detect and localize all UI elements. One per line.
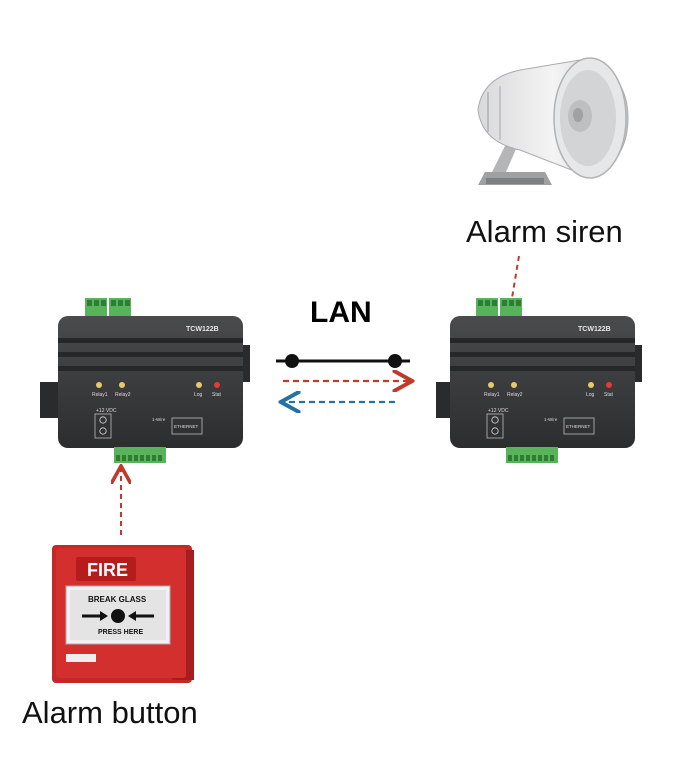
log-label: Log — [586, 392, 595, 398]
alarm-button-label: Alarm button — [22, 695, 198, 730]
alarm-siren-label: Alarm siren — [466, 214, 623, 249]
log-label: Log — [194, 392, 203, 398]
device-model-label: TCW122B — [186, 326, 219, 333]
lan-cable — [276, 354, 410, 368]
relay1-label: Relay1 — [92, 392, 108, 398]
ethernet-label: ETHERNET — [566, 424, 591, 429]
device-model-label: TCW122B — [578, 326, 611, 333]
ethernet-label: ETHERNET — [174, 424, 199, 429]
relay2-label: Relay2 — [115, 392, 131, 398]
lan-label: LAN — [310, 296, 372, 329]
relay2-label: Relay2 — [507, 392, 523, 398]
break-glass-text: BREAK GLASS — [88, 595, 147, 604]
power-label: +12 VDC — [488, 408, 509, 414]
press-arrows-icon — [82, 609, 154, 623]
stat-label: Stat — [604, 392, 614, 398]
controller-device-right: TCW122B Relay1 Relay2 Log Stat +12 VDC 1… — [436, 298, 642, 463]
power-label: +12 VDC — [96, 408, 117, 414]
alarm-siren-icon — [477, 57, 629, 185]
onewire-label: 1-Wire — [152, 417, 166, 422]
onewire-label: 1-Wire — [544, 417, 558, 422]
controller-device-left: TCW122B Relay1 Relay2 Log Stat +12 VDC 1… — [40, 298, 250, 463]
stat-label: Stat — [212, 392, 222, 398]
fire-header: FIRE — [87, 560, 128, 580]
relay1-label: Relay1 — [484, 392, 500, 398]
top-terminal-block — [476, 298, 522, 318]
press-here-text: PRESS HERE — [98, 629, 143, 636]
top-terminal-block — [85, 298, 131, 318]
siren-connection-line — [511, 255, 520, 299]
bottom-terminal-block — [506, 447, 558, 463]
fire-alarm-button-icon: FIRE BREAK GLASS PRESS HERE — [52, 545, 194, 683]
bottom-terminal-block — [114, 447, 166, 463]
